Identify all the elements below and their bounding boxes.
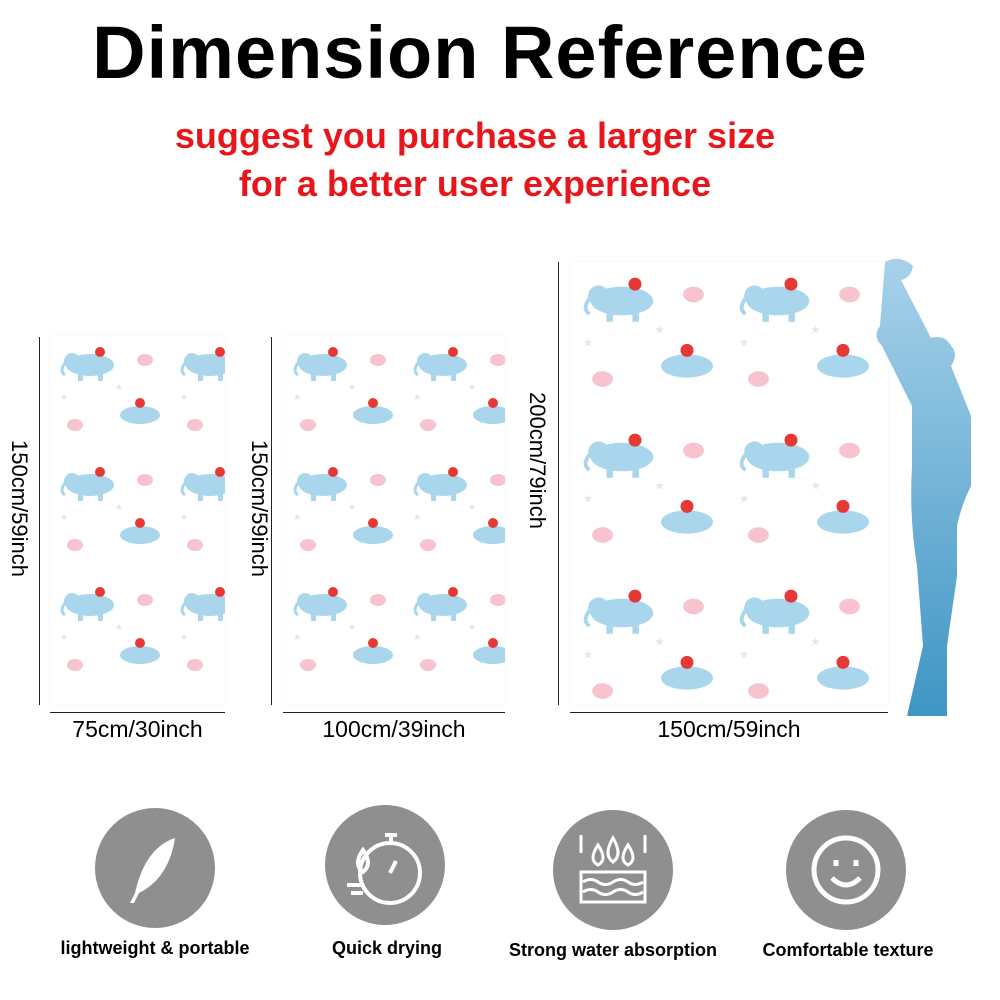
smiley-icon: [811, 835, 881, 905]
water-absorption-icon: [579, 835, 647, 904]
height-label: 200cm/79inch: [525, 392, 550, 529]
height-arrow: [39, 337, 40, 705]
feature-label: Strong water absorption: [508, 940, 717, 960]
width-label: 75cm/30inch: [72, 716, 203, 742]
person-silhouette: [876, 258, 971, 716]
height-label: 150cm/59inch: [247, 440, 272, 577]
size-panel-small: [50, 335, 225, 705]
width-label: 150cm/59inch: [657, 716, 801, 742]
feature-icon-water-absorption: [553, 810, 673, 930]
width-arrow: [570, 712, 888, 713]
height-label: 150cm/59inch: [7, 440, 32, 577]
page-title: Dimension Reference: [92, 11, 868, 94]
feature-label: Comfortable texture: [762, 940, 934, 960]
feature-label: lightweight & portable: [60, 938, 250, 958]
feature-icon-feather: [95, 808, 215, 928]
size-panel-medium: [283, 335, 505, 705]
width-arrow: [283, 712, 505, 713]
feature-icon-quick-drying: [325, 805, 445, 925]
subtitle-line-2: for a better user experience: [238, 163, 712, 204]
width-label: 100cm/39inch: [322, 716, 466, 742]
feature-label: Quick drying: [331, 938, 443, 958]
height-arrow: [558, 262, 559, 705]
size-panel-large: [570, 262, 888, 705]
height-arrow: [271, 337, 272, 705]
feature-icon-comfort: [786, 810, 906, 930]
feather-icon: [130, 838, 175, 903]
subtitle-line-1: suggest you purchase a larger size: [174, 115, 776, 156]
width-arrow: [50, 712, 225, 713]
stopwatch-drop-icon: [347, 833, 422, 905]
